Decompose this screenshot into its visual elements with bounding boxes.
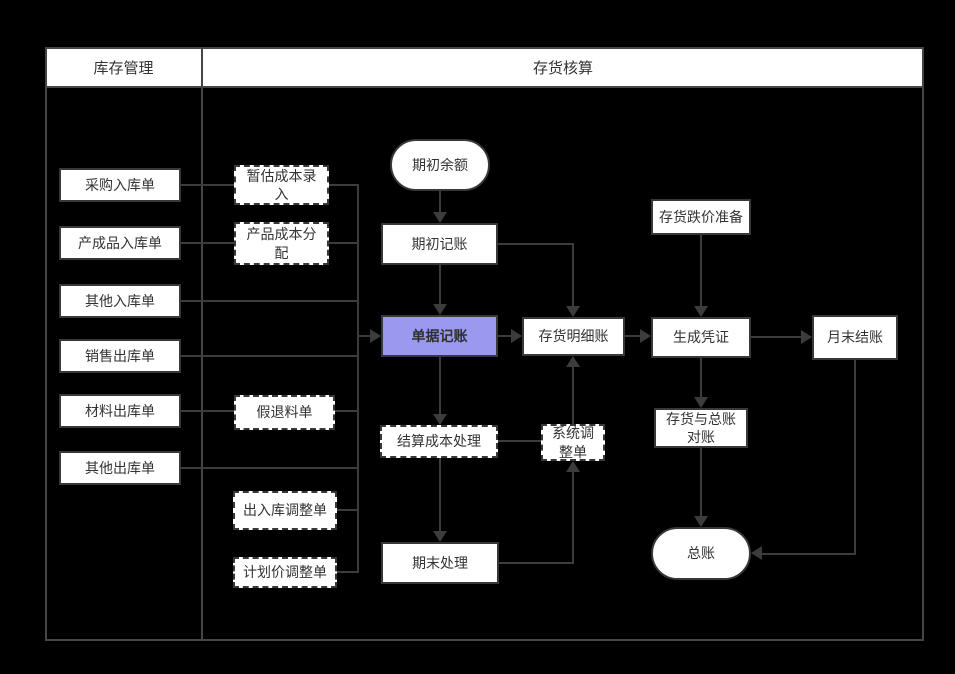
arrowhead-into-document-posting	[370, 329, 381, 343]
node-general-ledger: 总账	[651, 527, 751, 580]
node-sales-outbound: 销售出库单	[59, 339, 181, 373]
connector-row-sales-out	[181, 355, 359, 357]
node-price-decline-provision: 存货跌价准备	[651, 199, 751, 235]
arrowhead-into-subledger-bottom	[566, 356, 580, 367]
connector-period-end-to-system-adjustment	[572, 472, 574, 564]
node-period-end-processing: 期末处理	[381, 542, 499, 584]
lane-title-inventory-accounting: 存货核算	[532, 60, 593, 77]
arrowhead-into-general-ledger-top	[694, 516, 708, 527]
node-estimated-cost-entry: 暂估成本录入	[234, 165, 329, 205]
arrowhead-into-month-end	[801, 330, 812, 344]
node-other-outbound: 其他出库单	[59, 451, 181, 485]
arrowhead-into-document-posting-top	[433, 304, 447, 315]
node-pseudo-material-return: 假退料单	[234, 395, 335, 430]
connector-price-decline-to-voucher	[700, 235, 702, 306]
connector-collector-to-document-posting	[357, 335, 371, 337]
connector-document-posting-to-settlement	[439, 357, 441, 414]
lane-title-inventory-management: 库存管理	[93, 60, 154, 77]
node-settlement-cost-processing: 结算成本处理	[380, 425, 498, 458]
node-month-end-closing: 月末结账	[812, 315, 898, 360]
arrowhead-into-voucher-top	[694, 306, 708, 317]
connector-row-inout-adjustment	[335, 509, 359, 511]
arrowhead-into-settlement	[433, 414, 447, 425]
connector-document-posting-to-subledger	[498, 335, 511, 337]
connector-opening-posting-right	[498, 243, 574, 245]
node-planned-price-adjustment: 计划价调整单	[233, 557, 337, 588]
node-material-outbound: 材料出库单	[59, 394, 181, 428]
connector-system-adjustment-to-subledger	[572, 367, 574, 425]
node-opening-posting: 期初记账	[381, 223, 498, 265]
lane-header-band	[45, 47, 924, 88]
node-generate-voucher: 生成凭证	[651, 317, 751, 358]
node-other-inbound: 其他入库单	[59, 284, 181, 318]
arrowhead-into-period-end	[433, 531, 447, 542]
node-product-cost-allocation: 产品成本分配	[234, 222, 329, 265]
connector-voucher-to-month-end	[751, 336, 801, 338]
connector-month-end-to-general-ledger	[762, 553, 856, 555]
node-inventory-gl-reconciliation: 存货与总账对账	[654, 408, 748, 448]
connector-reconciliation-to-general-ledger	[700, 448, 702, 517]
node-document-posting: 单据记账	[381, 315, 498, 357]
connector-opening-posting-to-subledger	[572, 243, 574, 306]
node-opening-balance: 期初余额	[390, 139, 490, 191]
arrowhead-into-system-adjustment-bottom	[566, 461, 580, 472]
node-finished-goods-inbound: 产成品入库单	[59, 226, 181, 260]
connector-collector-vertical	[357, 184, 359, 573]
connector-row-other-out	[181, 467, 359, 469]
node-purchase-inbound: 采购入库单	[59, 168, 181, 202]
connector-settlement-to-period-end	[439, 458, 441, 531]
connector-row-planned-price-adjustment	[335, 571, 359, 573]
connector-month-end-down	[854, 360, 856, 555]
connector-voucher-to-reconciliation	[700, 358, 702, 397]
lane-divider	[201, 47, 203, 641]
arrowhead-into-opening-posting	[433, 212, 447, 223]
arrowhead-into-reconciliation	[694, 397, 708, 408]
node-inventory-subledger: 存货明细账	[522, 317, 625, 356]
connector-period-end-right	[499, 562, 574, 564]
arrowhead-into-voucher-left	[640, 329, 651, 343]
connector-opening-posting-to-document-posting	[439, 265, 441, 305]
connector-subledger-to-voucher	[625, 335, 640, 337]
arrowhead-into-subledger-top	[566, 306, 580, 317]
connector-opening-balance-to-opening-posting	[439, 190, 441, 213]
arrowhead-into-general-ledger-right	[751, 546, 762, 560]
node-inout-adjustment: 出入库调整单	[233, 491, 337, 530]
connector-row-other-in	[181, 300, 359, 302]
node-system-adjustment: 系统调整单	[541, 424, 605, 461]
connector-settlement-to-system-adjustment	[498, 440, 541, 442]
arrowhead-into-subledger-left	[511, 329, 522, 343]
